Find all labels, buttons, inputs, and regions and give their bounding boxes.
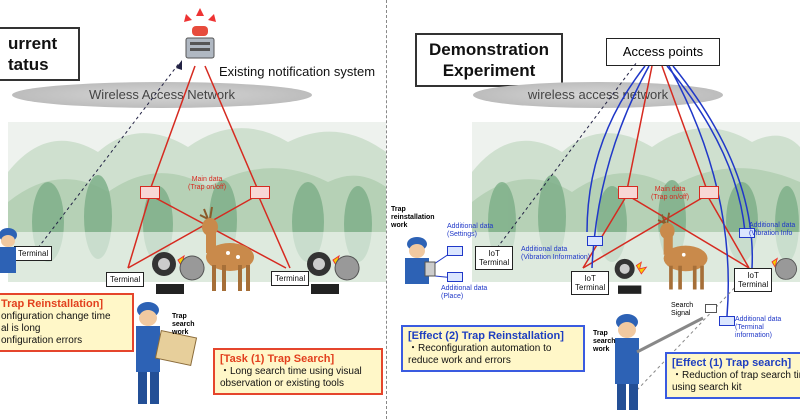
right-trap-device-icon-1 (614, 258, 648, 294)
right-connection-lines (424, 61, 754, 391)
blue-node-place (447, 272, 463, 282)
blue-node-settings (447, 246, 463, 256)
effect2-line: reduce work and errors (408, 355, 511, 366)
effect2-callout: [Effect (2) Trap Reinstallation] ・Reconf… (401, 325, 585, 372)
deer-illustration (199, 206, 254, 291)
iot-terminal-left: IoT Terminal (571, 271, 610, 295)
main-data-label: Main data (Trap on/off) (188, 176, 227, 191)
right-panel: Demonstration Experiment Access points w… (387, 0, 800, 419)
trap-device-icon-1 (152, 252, 205, 294)
task2-line: al is long (1, 323, 41, 334)
trap-node-left (140, 186, 160, 199)
add-data-vibration-label: Additional data (Vibration Information) (521, 246, 591, 261)
blue-node-terminal-info (719, 316, 735, 326)
effect1-line: ・Reduction of trap search tim (672, 370, 800, 381)
right-trap-node-left (618, 186, 638, 199)
access-points-box: Access points (606, 38, 720, 66)
iot-terminal-settings: IoT Terminal (475, 246, 514, 270)
right-wireless-network-ellipse: wireless access network (473, 82, 723, 108)
search-signal-label: Search Signal (671, 302, 694, 317)
access-points-label: Access points (622, 44, 704, 59)
right-trap-search-work-label: Trap search work (593, 330, 616, 353)
task1-title: [Task (1) Trap Search] (220, 353, 335, 365)
search-signal-node (705, 304, 717, 313)
trap-node-right (250, 186, 270, 199)
right-trap-device-icon-2 (771, 257, 797, 280)
right-panel-title: Demonstration Experiment (415, 33, 563, 87)
trap-device-icon-2 (307, 252, 360, 294)
panel-divider (386, 0, 387, 419)
add-data-vibration-right-label: Additional data (Vibration Info (749, 222, 796, 237)
add-data-place-label: Additional data (Place) (441, 285, 488, 300)
effect1-title: [Effect (1) Trap search] (672, 357, 792, 369)
add-data-settings-label: Additional data (Settings) (447, 223, 494, 238)
wireless-network-ellipse: Wireless Access Network (12, 82, 312, 108)
terminal-box-2: Terminal (106, 272, 145, 287)
blue-node-vibration-right (739, 228, 755, 238)
right-trap-node-right (699, 186, 719, 199)
left-connection-lines (37, 60, 291, 269)
add-data-terminal-label: Additional data (Terminal information) (735, 316, 782, 339)
left-panel: urrent tatus Existing notification syste… (0, 0, 386, 419)
task1-line: ・Long search time using visual (220, 366, 362, 377)
right-main-data-label: Main data (Trap on/off) (651, 186, 690, 201)
left-panel-title: urrent tatus (0, 27, 80, 81)
notification-system-label: Existing notification system (219, 64, 376, 79)
task2-line: onfiguration errors (1, 335, 83, 346)
terminal-box-3: Terminal (271, 271, 310, 286)
trap-search-work-label: Trap search work (172, 313, 195, 336)
worker-left-illustration (0, 228, 17, 273)
task2-callout: Trap Reinstallation] onfiguration change… (0, 293, 134, 352)
search-worker-illustration (615, 314, 704, 410)
wireless-network-label: Wireless Access Network (89, 87, 235, 102)
task1-line: observation or existing tools (220, 378, 344, 389)
task2-line: onfiguration change time (1, 311, 111, 322)
iot-terminal-right: IoT Terminal (734, 268, 773, 292)
right-deer-illustration (657, 212, 708, 290)
blue-node-vibration-left (587, 236, 603, 246)
task1-callout: [Task (1) Trap Search] ・Long search time… (213, 348, 383, 395)
reinstall-work-label: Trap reinstallation work (391, 206, 435, 229)
worker-search-illustration (136, 302, 198, 404)
task2-title: Trap Reinstallation] (1, 298, 104, 310)
effect1-line: using search kit (672, 382, 742, 393)
alarm-siren-icon (184, 8, 216, 59)
effect2-line: ・Reconfiguration automation to (408, 343, 552, 354)
effect1-callout: [Effect (1) Trap search] ・Reduction of t… (665, 352, 800, 399)
reinstall-worker-illustration (405, 237, 436, 284)
effect2-title: [Effect (2) Trap Reinstallation] (408, 330, 564, 342)
